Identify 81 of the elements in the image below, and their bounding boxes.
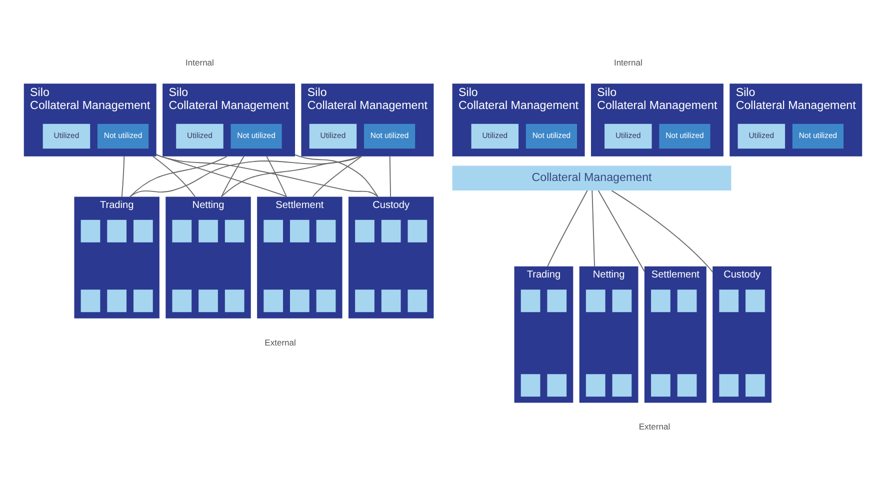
node-box — [381, 290, 401, 312]
node-box: Utilized — [42, 124, 90, 149]
node-box: Utilized — [309, 124, 357, 149]
node-box: Utilized — [604, 124, 652, 149]
node-box — [316, 290, 336, 312]
node-box — [134, 290, 153, 312]
node-box — [719, 290, 739, 312]
node-box — [746, 290, 765, 312]
connector — [152, 156, 196, 198]
connector — [266, 156, 287, 198]
connector — [389, 156, 391, 198]
connector — [592, 190, 595, 267]
node-box — [408, 220, 428, 242]
cluster: Netting — [579, 266, 638, 403]
node-box — [107, 220, 127, 242]
node-box — [677, 290, 697, 312]
node-box: Collateral Management — [452, 166, 732, 190]
cluster: Custody — [712, 266, 772, 403]
node-box — [172, 290, 192, 312]
node-box — [612, 374, 632, 397]
cluster: Settlement — [644, 266, 706, 403]
node-box — [520, 374, 540, 397]
label: Internal — [614, 58, 642, 68]
node-box: Utilized — [738, 124, 786, 149]
node-box: Not utilized — [526, 124, 578, 149]
connector — [294, 154, 378, 198]
connector — [312, 156, 362, 198]
node-box — [316, 220, 336, 242]
node-box — [355, 220, 374, 242]
node-box — [408, 290, 428, 312]
node-box — [612, 290, 632, 312]
node-box: Utilized — [471, 124, 519, 149]
cluster: Custody — [348, 196, 434, 318]
node-box — [224, 290, 244, 312]
node-box: Utilized — [176, 124, 224, 149]
node-box — [80, 220, 100, 242]
label: Internal — [186, 58, 214, 68]
connector — [598, 190, 645, 272]
node-box: Not utilized — [659, 124, 710, 149]
node-box — [586, 374, 606, 397]
connector — [547, 190, 588, 267]
node-box — [651, 290, 670, 312]
node-box — [719, 374, 739, 397]
cluster: Trading — [74, 196, 160, 318]
node-box — [290, 290, 310, 312]
node-box — [746, 374, 765, 397]
connector — [220, 156, 244, 198]
connector — [611, 190, 714, 273]
connector — [156, 154, 378, 198]
cluster: Settlement — [257, 196, 342, 318]
node-box — [520, 290, 540, 312]
node-box — [134, 220, 153, 242]
node-box — [198, 220, 218, 242]
node-box — [198, 290, 218, 312]
connector — [130, 156, 228, 198]
cluster: Netting — [166, 196, 251, 318]
node-box — [547, 290, 567, 312]
node-box — [290, 220, 310, 242]
node-box — [264, 220, 284, 242]
connector — [121, 156, 125, 198]
label: External — [264, 337, 296, 348]
node-box: Not utilized — [230, 124, 282, 149]
node-box — [651, 374, 670, 397]
node-box — [107, 290, 127, 312]
node-box — [381, 220, 401, 242]
connector — [156, 154, 287, 198]
node-box — [355, 290, 374, 312]
node-box — [172, 220, 192, 242]
node-box — [264, 290, 284, 312]
cluster: Trading — [514, 266, 574, 403]
node-box — [547, 374, 567, 397]
node-box: Not utilized — [792, 124, 844, 149]
connector — [220, 156, 361, 198]
connector — [130, 156, 361, 198]
node-box — [224, 220, 244, 242]
node-box — [586, 290, 606, 312]
node-box — [677, 374, 697, 397]
node-box: Not utilized — [364, 124, 416, 149]
node-box — [80, 290, 100, 312]
node-box: Not utilized — [97, 124, 149, 149]
label: External — [638, 422, 670, 432]
